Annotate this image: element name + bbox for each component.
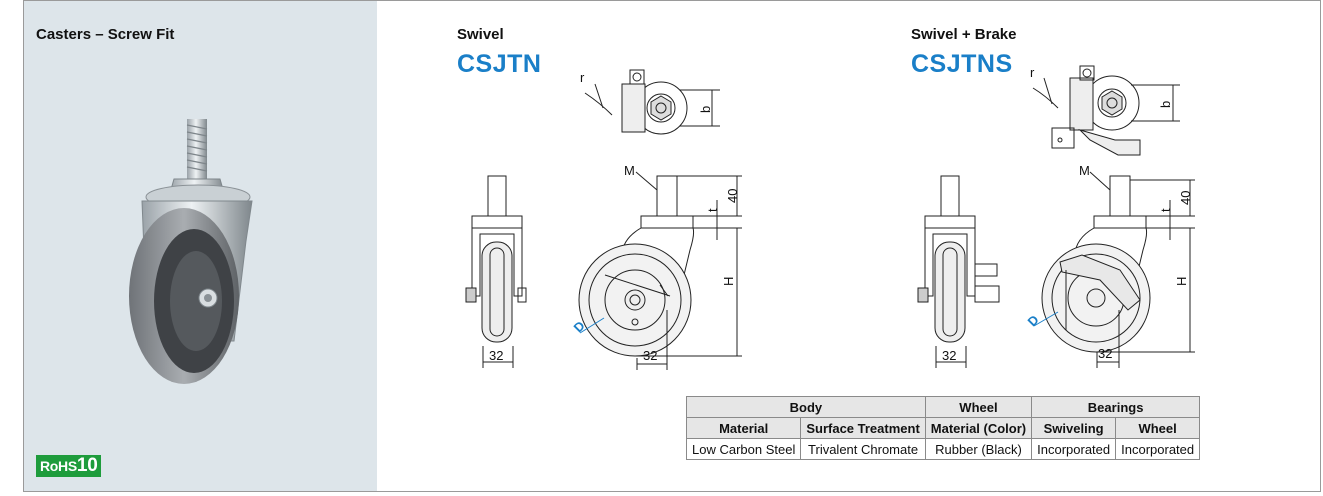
header-wheel: Wheel	[924, 396, 1033, 418]
header-body: Body	[686, 396, 926, 418]
brake-dim-r: r	[1030, 65, 1035, 80]
caster-photo	[129, 119, 253, 384]
header-wheel-bearing: Wheel	[1115, 417, 1201, 439]
brake-side-view	[1033, 171, 1195, 368]
brake-top-view	[1032, 65, 1180, 156]
variant-brake-label: Swivel + Brake	[911, 26, 1017, 43]
spec-group-header-row: Body Wheel Bearings	[686, 396, 1201, 418]
variant-swivel-code: CSJTN	[457, 50, 542, 78]
cell-wheel-material: Rubber (Black)	[924, 438, 1033, 460]
swivel-dim-40: 40	[725, 189, 740, 203]
swivel-dim-r: r	[580, 70, 585, 85]
table-row: Low Carbon Steel Trivalent Chromate Rubb…	[685, 438, 1201, 460]
swivel-dim-b: b	[698, 106, 713, 113]
variant-brake-code: CSJTNS	[911, 50, 1013, 78]
brake-dim-b: b	[1158, 101, 1173, 108]
product-image-panel	[24, 1, 377, 491]
cell-wheel-bearing: Incorporated	[1115, 438, 1201, 460]
header-wheel-material: Material (Color)	[924, 417, 1033, 439]
cell-material: Low Carbon Steel	[685, 438, 802, 460]
brake-dim-t: t	[1158, 208, 1173, 212]
swivel-dim-t: t	[705, 208, 720, 212]
header-bearings: Bearings	[1031, 396, 1201, 418]
cell-surface-treatment: Trivalent Chromate	[800, 438, 926, 460]
swivel-dim-M: M	[624, 163, 635, 178]
rohs-badge: RoHS10	[36, 455, 102, 477]
brake-dim-D: D	[1025, 312, 1042, 329]
rohs-label: RoHS	[40, 458, 77, 474]
swivel-side-view	[578, 171, 742, 370]
swivel-top-view	[584, 69, 720, 135]
brake-side-dim-32: 32	[1098, 346, 1112, 361]
brake-dim-H: H	[1174, 277, 1189, 286]
product-title: Casters – Screw Fit	[36, 26, 175, 43]
header-material: Material	[685, 417, 802, 439]
brake-front-dim-32: 32	[942, 348, 956, 363]
spec-sub-header-row: Material Surface Treatment Material (Col…	[685, 417, 1201, 439]
header-swiveling: Swiveling	[1031, 417, 1117, 439]
swivel-dim-H: H	[721, 277, 736, 286]
rohs-number: 10	[76, 455, 98, 476]
swivel-front-view	[465, 175, 527, 368]
spec-table: Body Wheel Bearings Material Surface Tre…	[685, 396, 1201, 460]
cell-swiveling: Incorporated	[1031, 438, 1117, 460]
variant-swivel-label: Swivel	[457, 26, 504, 43]
brake-dim-40: 40	[1178, 191, 1193, 205]
brake-dim-M: M	[1079, 163, 1090, 178]
swivel-front-dim-32: 32	[489, 348, 503, 363]
swivel-side-dim-32: 32	[643, 348, 657, 363]
brake-front-view	[917, 175, 1000, 368]
header-surface-treatment: Surface Treatment	[800, 417, 926, 439]
